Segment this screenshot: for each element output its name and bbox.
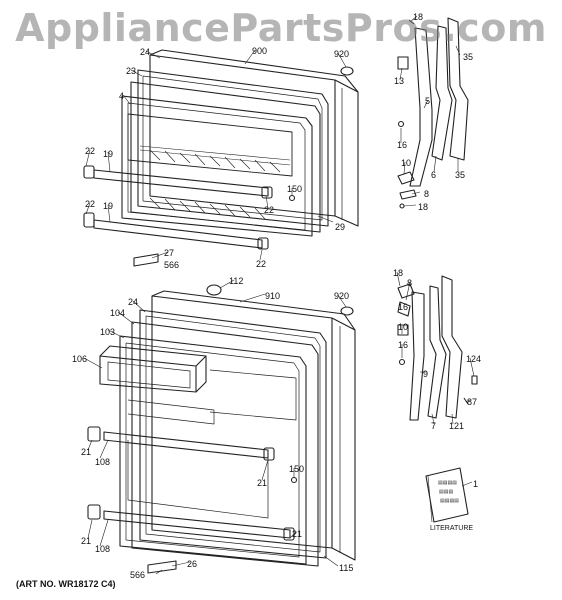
part-callout-10: 10 [401, 158, 412, 168]
part-callout-16: 16 [398, 340, 409, 350]
part-callout-35: 35 [463, 52, 474, 62]
fresh-food-door-liner [119, 335, 307, 565]
part-callout-22: 22 [256, 259, 267, 269]
fresh-food-door-assembly [87, 284, 356, 574]
fresh-food-door-gasket [139, 309, 327, 559]
part-callout-6: 6 [431, 170, 437, 180]
part-callout-4: 4 [119, 91, 125, 101]
part-callout-124: 124 [466, 354, 482, 364]
part-callout-8: 8 [407, 278, 413, 288]
dairy-compartment-door [99, 355, 197, 393]
part-callout-22: 22 [85, 199, 96, 209]
part-callout-24: 24 [140, 47, 151, 57]
part-callout-108: 108 [95, 457, 111, 467]
part-callout-24: 24 [128, 297, 139, 307]
part-callout-23: 23 [126, 66, 137, 76]
part-callout-21: 21 [292, 529, 303, 539]
part-callout-18: 18 [393, 268, 404, 278]
part-callout-18: 18 [418, 202, 429, 212]
part-callout-35: 35 [455, 170, 466, 180]
part-callout-22: 22 [264, 205, 275, 215]
part-callout-5: 5 [425, 96, 431, 106]
part-callout-18: 18 [413, 12, 424, 22]
freezer-door-assembly [83, 49, 359, 267]
part-callout-21: 21 [81, 447, 92, 457]
part-callout-87: 87 [467, 397, 478, 407]
fresh-food-handle-parts [397, 275, 478, 421]
part-callout-115: 115 [339, 563, 354, 573]
part-callout-16: 16 [397, 140, 408, 150]
part-callout-112: 112 [229, 276, 244, 286]
freezer-shelf-bar-upper [93, 169, 269, 197]
part-callout-22: 22 [85, 146, 96, 156]
part-callout-8: 8 [424, 189, 430, 199]
freezer-door-liner [121, 95, 313, 237]
part-callout-19: 19 [103, 149, 114, 159]
freezer-outer-door [149, 54, 359, 227]
art-number: (ART NO. WR18172 C4) [16, 579, 116, 589]
fresh-food-shelf-bar-upper [103, 431, 269, 459]
svg-text:▤▤▤: ▤▤▤ [439, 489, 453, 495]
part-callout-26: 26 [187, 559, 198, 569]
svg-text:▤▤▤▤: ▤▤▤▤ [438, 480, 457, 486]
part-callout-566: 566 [164, 260, 180, 270]
part-callout-21: 21 [81, 536, 92, 546]
part-callout-900: 900 [252, 46, 268, 56]
part-callout-19: 19 [103, 201, 114, 211]
part-callout-7: 7 [431, 421, 437, 431]
part-callout-103: 103 [100, 327, 116, 337]
part-callout-16: 16 [398, 302, 409, 312]
freezer-shelf-bar-lower [93, 219, 263, 249]
part-callout-566: 566 [130, 570, 146, 580]
part-callout-9: 9 [423, 369, 429, 379]
part-callout-27: 27 [164, 248, 175, 258]
part-callout-108: 108 [95, 544, 111, 554]
literature-label: LITERATURE [430, 525, 474, 532]
part-callout-104: 104 [110, 308, 126, 318]
part-callout-150: 150 [287, 184, 303, 194]
freezer-door-gasket [137, 69, 329, 227]
part-callout-1: 1 [473, 479, 479, 489]
freezer-handle-parts [397, 17, 469, 209]
fresh-food-outer-door [151, 295, 356, 561]
part-callout-10: 10 [398, 322, 409, 332]
literature-booklet: ▤▤▤▤ ▤▤▤ ▤▤▤▤ [425, 467, 469, 523]
part-callout-29: 29 [335, 222, 346, 232]
part-callout-106: 106 [72, 354, 88, 364]
part-callout-910: 910 [265, 291, 281, 301]
leader-lines [83, 15, 475, 575]
part-callout-21: 21 [257, 478, 268, 488]
part-callout-920: 920 [334, 291, 350, 301]
part-callout-920: 920 [334, 49, 350, 59]
svg-text:▤▤▤▤: ▤▤▤▤ [440, 498, 459, 504]
part-callout-121: 121 [449, 421, 465, 431]
part-callout-150: 150 [289, 464, 305, 474]
part-callout-13: 13 [394, 76, 405, 86]
